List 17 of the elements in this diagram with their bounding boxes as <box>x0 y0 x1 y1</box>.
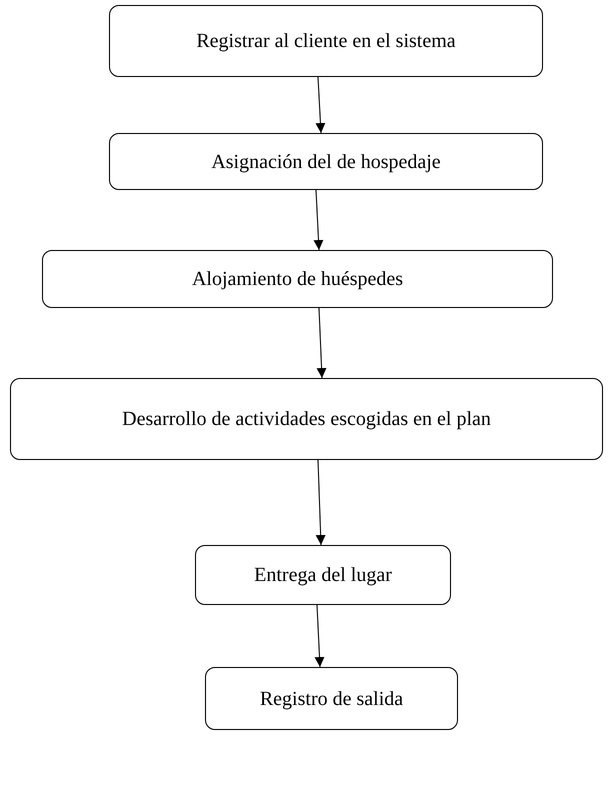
arrow <box>315 76 326 134</box>
process-box <box>10 378 603 460</box>
step-label: Desarrollo de actividades escogidas en el plan <box>122 407 491 431</box>
step-label: Alojamiento de huéspedes <box>192 267 404 291</box>
arrow <box>316 460 326 546</box>
process-box <box>109 133 543 190</box>
step-label: Entrega del lugar <box>254 563 392 587</box>
process-box <box>195 545 451 605</box>
step-label: Registrar al cliente en el sistema <box>196 29 456 53</box>
step-label: Asignación del de hospedaje <box>211 150 441 174</box>
process-box <box>109 5 543 77</box>
arrow <box>314 604 324 668</box>
process-box <box>205 667 458 730</box>
arrow <box>316 308 327 378</box>
arrow <box>314 190 324 250</box>
step-label: Registro de salida <box>260 686 404 710</box>
process-box <box>42 250 553 308</box>
